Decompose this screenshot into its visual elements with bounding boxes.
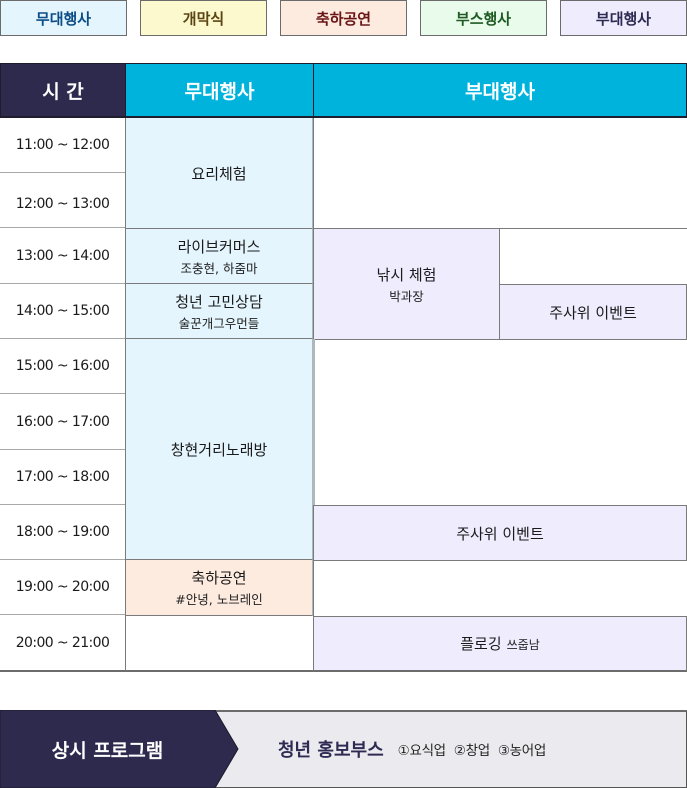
time-slot: 15:00 ~ 16:00 — [0, 339, 125, 394]
header-sub: 부대행사 — [313, 63, 687, 118]
sub-event-plogging: 플로깅 쓰줍남 — [313, 616, 687, 672]
time-slot: 13:00 ~ 14:00 — [0, 229, 125, 284]
stage-event-performance: 축하공연 #안녕, 노브레인 — [125, 560, 313, 616]
event-title: 청년 고민상담 — [175, 292, 263, 311]
sub-event-dice-1: 주사위 이벤트 — [499, 284, 687, 340]
time-slot: 19:00 ~ 20:00 — [0, 560, 125, 615]
stage-event-cooking: 요리체험 — [125, 118, 313, 229]
event-title: 요리체험 — [191, 164, 247, 183]
event-note: #안녕, 노브레인 — [175, 592, 263, 607]
event-title: 주사위 이벤트 — [456, 524, 544, 543]
event-title: 주사위 이벤트 — [549, 303, 637, 322]
legend: 무대행사 개막식 축하공연 부스행사 부대행사 — [0, 0, 687, 36]
event-title: 낚시 체험 — [376, 265, 437, 284]
youth-booth: 청년 홍보부스 ①요식업 ②창업 ③농어업 — [278, 710, 546, 788]
event-note: 조충현, 하줌마 — [180, 260, 258, 276]
time-slot: 18:00 ~ 19:00 — [0, 505, 125, 560]
legend-sub-event: 부대행사 — [560, 0, 687, 36]
sub-event-dice-2: 주사위 이벤트 — [313, 505, 687, 561]
legend-stage: 무대행사 — [0, 0, 127, 36]
event-note: 쓰줍남 — [506, 637, 540, 652]
time-slot: 20:00 ~ 21:00 — [0, 616, 125, 672]
sub-empty — [313, 339, 687, 506]
time-slot: 14:00 ~ 15:00 — [0, 284, 125, 339]
time-slot: 11:00 ~ 12:00 — [0, 118, 125, 173]
stage-event-live-commerce: 라이브커머스 조충현, 하줌마 — [125, 229, 313, 284]
event-note: 박과장 — [389, 288, 424, 304]
booth-title: 청년 홍보부스 — [278, 740, 384, 761]
arrow-shape-icon — [0, 710, 239, 788]
stage-event-karaoke: 창현거리노래방 — [125, 339, 313, 560]
always-program-label: 상시 프로그램 — [51, 739, 164, 762]
event-title: 라이브커머스 — [177, 237, 261, 256]
event-title: 창현거리노래방 — [170, 440, 268, 459]
stage-event-youth-counseling: 청년 고민상담 술꾼개그우먼들 — [125, 284, 313, 339]
legend-performance: 축하공연 — [280, 0, 407, 36]
event-note: 술꾼개그우먼들 — [178, 315, 260, 331]
time-slot: 17:00 ~ 18:00 — [0, 450, 125, 505]
sub-empty — [313, 560, 687, 616]
time-slot: 16:00 ~ 17:00 — [0, 395, 125, 450]
sub-empty — [313, 118, 687, 229]
stage-empty — [125, 616, 313, 672]
sub-event-fishing: 낚시 체험 박과장 — [313, 228, 500, 340]
event-title: 플로깅 — [460, 635, 502, 653]
time-slot: 12:00 ~ 13:00 — [0, 173, 125, 228]
header-stage: 무대행사 — [125, 63, 314, 118]
legend-opening: 개막식 — [140, 0, 267, 36]
header-time: 시 간 — [0, 63, 126, 118]
legend-booth: 부스행사 — [420, 0, 547, 36]
booth-items: ①요식업 ②창업 ③농어업 — [397, 743, 547, 759]
event-title: 축하공연 — [191, 569, 247, 587]
